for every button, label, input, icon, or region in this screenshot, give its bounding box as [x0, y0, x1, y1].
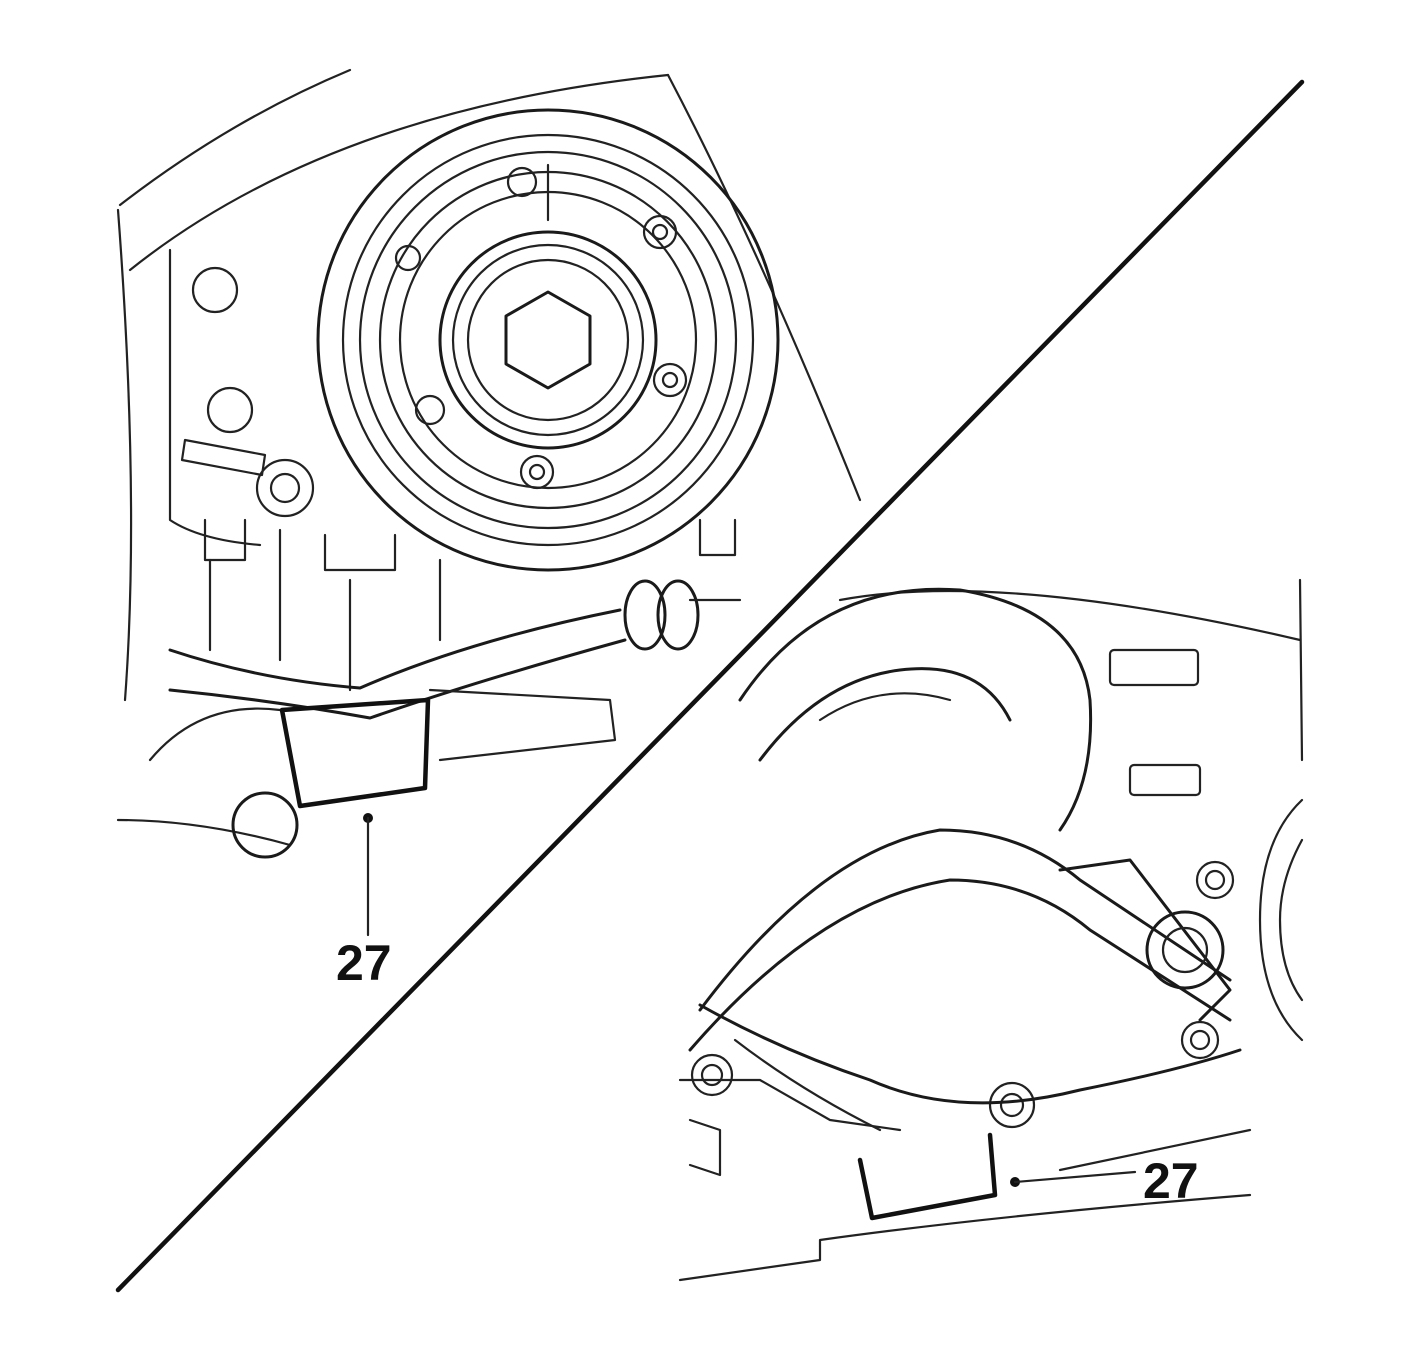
callout-27-upper: 27: [336, 935, 392, 991]
lower-view: 27: [678, 578, 1304, 1282]
part-27-block-lower: [857, 1132, 998, 1221]
upper-view: 27: [116, 68, 862, 991]
divider-line: [115, 79, 1305, 1293]
callout-27-lower: 27: [1143, 1153, 1199, 1209]
crank-pulley: [316, 108, 780, 572]
part-27-block-upper: [279, 697, 431, 809]
